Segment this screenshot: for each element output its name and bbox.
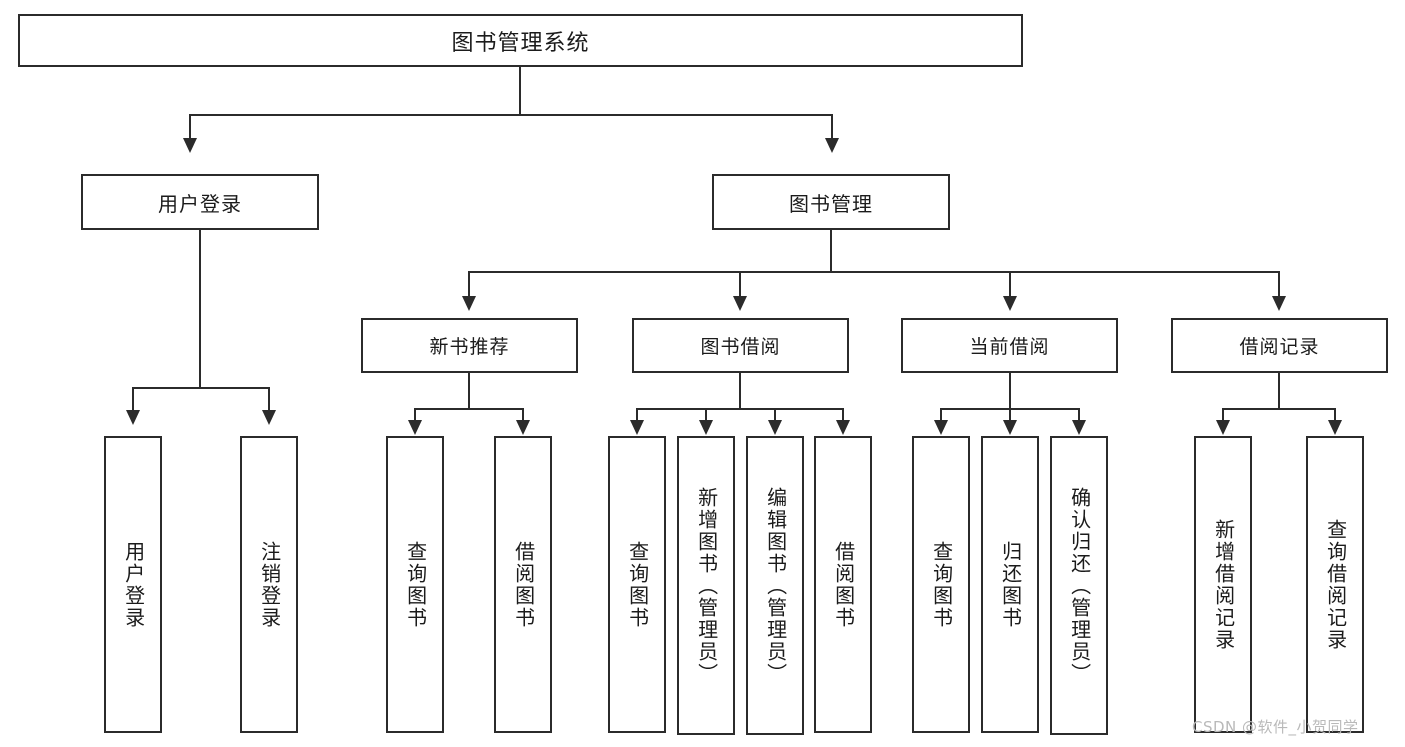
leaf-label: 注销登录 bbox=[257, 540, 282, 629]
node-user-login[interactable]: 用户登录 bbox=[81, 174, 319, 230]
arrow-to-leaf-borrow-add bbox=[699, 420, 713, 435]
leaf-label: 查询借阅记录 bbox=[1323, 518, 1348, 651]
arrow-to-leaf-logout bbox=[262, 410, 276, 425]
node-label: 用户登录 bbox=[158, 191, 242, 216]
leaf-label: 归还图书 bbox=[998, 540, 1023, 629]
connector-bookborrow-drop-3 bbox=[774, 408, 776, 422]
leaf-currentborrow-query-book[interactable]: 查询图书 bbox=[912, 436, 970, 733]
node-root-system[interactable]: 图书管理系统 bbox=[18, 14, 1023, 67]
node-label: 图书管理系统 bbox=[451, 30, 590, 56]
arrow-to-borrow-record bbox=[1272, 296, 1286, 311]
connector-bookborrow-stem bbox=[739, 373, 741, 409]
leaf-bookborrow-add-book[interactable]: 新增图书（管理员） bbox=[677, 436, 735, 735]
node-label: 图书管理 bbox=[789, 191, 873, 216]
arrow-to-leaf-current-confirm bbox=[1072, 420, 1086, 435]
arrow-to-book-manage bbox=[825, 138, 839, 153]
leaf-label: 查询图书 bbox=[403, 540, 428, 629]
leaf-label: 新增图书（管理员） bbox=[694, 486, 719, 685]
connector-level1-bus bbox=[189, 114, 833, 116]
node-label: 当前借阅 bbox=[969, 336, 1050, 358]
connector-level2-drop-3 bbox=[1009, 271, 1011, 297]
leaf-label: 查询图书 bbox=[625, 540, 650, 629]
connector-newbook-stem bbox=[468, 373, 470, 409]
node-label: 借阅记录 bbox=[1239, 336, 1320, 358]
connector-bookborrow-drop-2 bbox=[705, 408, 707, 422]
leaf-user-login[interactable]: 用户登录 bbox=[104, 436, 162, 733]
connector-level2-bus bbox=[468, 271, 1280, 273]
arrow-to-leaf-current-return bbox=[1003, 420, 1017, 435]
node-borrow-record[interactable]: 借阅记录 bbox=[1171, 318, 1388, 373]
arrow-to-leaf-user-login bbox=[126, 410, 140, 425]
leaf-bookborrow-query-book[interactable]: 查询图书 bbox=[608, 436, 666, 733]
leaf-label: 借阅图书 bbox=[831, 540, 856, 629]
leaf-label: 用户登录 bbox=[121, 540, 146, 629]
connector-currentborrow-stem bbox=[1009, 373, 1011, 409]
connector-currentborrow-drop-2 bbox=[1009, 408, 1011, 422]
connector-userlogin-drop-2 bbox=[268, 387, 270, 411]
arrow-to-current-borrow bbox=[1003, 296, 1017, 311]
node-book-manage[interactable]: 图书管理 bbox=[712, 174, 950, 230]
arrow-to-leaf-borrow-lend bbox=[836, 420, 850, 435]
node-new-book-recommend[interactable]: 新书推荐 bbox=[361, 318, 578, 373]
connector-level2-drop-4 bbox=[1278, 271, 1280, 297]
arrow-to-leaf-newbook-query bbox=[408, 420, 422, 435]
arrow-to-book-borrow bbox=[733, 296, 747, 311]
node-current-borrow[interactable]: 当前借阅 bbox=[901, 318, 1118, 373]
leaf-label: 查询图书 bbox=[929, 540, 954, 629]
arrow-to-user-login bbox=[183, 138, 197, 153]
connector-borrowrecord-bus bbox=[1222, 408, 1336, 410]
csdn-watermark: CSDN @软件_小贺同学 bbox=[1192, 718, 1359, 736]
connector-bookborrow-bus bbox=[636, 408, 844, 410]
arrow-to-leaf-borrow-edit bbox=[768, 420, 782, 435]
leaf-newbook-query-book[interactable]: 查询图书 bbox=[386, 436, 444, 733]
leaf-label: 编辑图书（管理员） bbox=[763, 486, 788, 685]
arrow-to-leaf-record-add bbox=[1216, 420, 1230, 435]
connector-bookborrow-drop-1 bbox=[636, 408, 638, 422]
connector-newbook-drop-1 bbox=[414, 408, 416, 422]
node-label: 新书推荐 bbox=[429, 336, 510, 358]
arrow-to-leaf-newbook-borrow bbox=[516, 420, 530, 435]
leaf-currentborrow-confirm-return[interactable]: 确认归还（管理员） bbox=[1050, 436, 1108, 735]
connector-userlogin-stem bbox=[199, 230, 201, 388]
leaf-bookborrow-edit-book[interactable]: 编辑图书（管理员） bbox=[746, 436, 804, 735]
leaf-label: 借阅图书 bbox=[511, 540, 536, 629]
leaf-record-query-record[interactable]: 查询借阅记录 bbox=[1306, 436, 1364, 733]
connector-newbook-bus bbox=[414, 408, 524, 410]
leaf-label: 确认归还（管理员） bbox=[1067, 486, 1092, 685]
arrow-to-leaf-current-query bbox=[934, 420, 948, 435]
leaf-record-add-record[interactable]: 新增借阅记录 bbox=[1194, 436, 1252, 733]
leaf-bookborrow-lend-book[interactable]: 借阅图书 bbox=[814, 436, 872, 733]
leaf-newbook-borrow-book[interactable]: 借阅图书 bbox=[494, 436, 552, 733]
connector-bookborrow-drop-4 bbox=[842, 408, 844, 422]
arrow-to-leaf-borrow-query bbox=[630, 420, 644, 435]
connector-userlogin-drop-1 bbox=[132, 387, 134, 411]
connector-newbook-drop-2 bbox=[522, 408, 524, 422]
connector-root-stem bbox=[519, 67, 521, 115]
node-book-borrow[interactable]: 图书借阅 bbox=[632, 318, 849, 373]
leaf-label: 新增借阅记录 bbox=[1211, 518, 1236, 651]
connector-level2-drop-2 bbox=[739, 271, 741, 297]
connector-borrowrecord-stem bbox=[1278, 373, 1280, 409]
leaf-logout-login[interactable]: 注销登录 bbox=[240, 436, 298, 733]
node-label: 图书借阅 bbox=[700, 336, 781, 358]
connector-level1-drop-left bbox=[189, 114, 191, 139]
connector-currentborrow-drop-3 bbox=[1078, 408, 1080, 422]
connector-borrowrecord-drop-1 bbox=[1222, 408, 1224, 422]
connector-level2-drop-1 bbox=[468, 271, 470, 297]
arrow-to-new-book-recommend bbox=[462, 296, 476, 311]
connector-bookmanage-stem bbox=[830, 230, 832, 272]
leaf-currentborrow-return-book[interactable]: 归还图书 bbox=[981, 436, 1039, 733]
connector-level1-drop-right bbox=[831, 114, 833, 139]
connector-borrowrecord-drop-2 bbox=[1334, 408, 1336, 422]
connector-userlogin-bus bbox=[132, 387, 270, 389]
connector-currentborrow-drop-1 bbox=[940, 408, 942, 422]
arrow-to-leaf-record-query bbox=[1328, 420, 1342, 435]
